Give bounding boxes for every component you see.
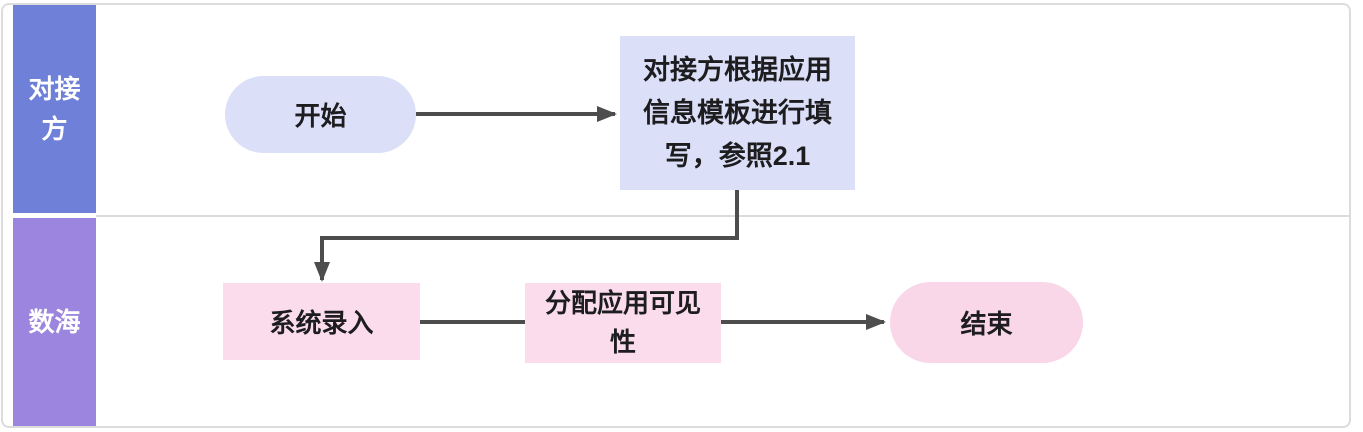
node-fill-template: 对接方根据应用 信息模板进行填 写，参照2.1 [620,36,855,190]
node-assign-visibility: 分配应用可见 性 [525,283,721,363]
node-fill-template-line-1: 对接方根据应用 [643,54,832,85]
node-system-entry: 系统录入 [223,283,420,360]
node-start-label: 开始 [294,101,347,131]
lane-label-partner: 对接方 [13,5,96,213]
node-fill-template-line-2: 信息模板进行填 [643,97,832,128]
lane-label-shuhai-text: 数海 [28,307,81,337]
node-assign-visibility-line-1: 分配应用可见 [544,288,701,318]
node-assign-visibility-line-2: 性 [609,327,636,357]
diagram-border [1,3,1351,428]
node-end-label: 结束 [960,309,1013,339]
lane-label-partner-text: 对接方 [28,74,81,144]
lane-divider [96,215,1350,217]
node-start: 开始 [225,76,416,153]
lane-label-shuhai: 数海 [13,218,96,426]
node-fill-template-line-3: 写，参照2.1 [664,140,811,171]
node-end: 结束 [890,282,1083,363]
node-system-entry-label: 系统录入 [269,308,374,338]
